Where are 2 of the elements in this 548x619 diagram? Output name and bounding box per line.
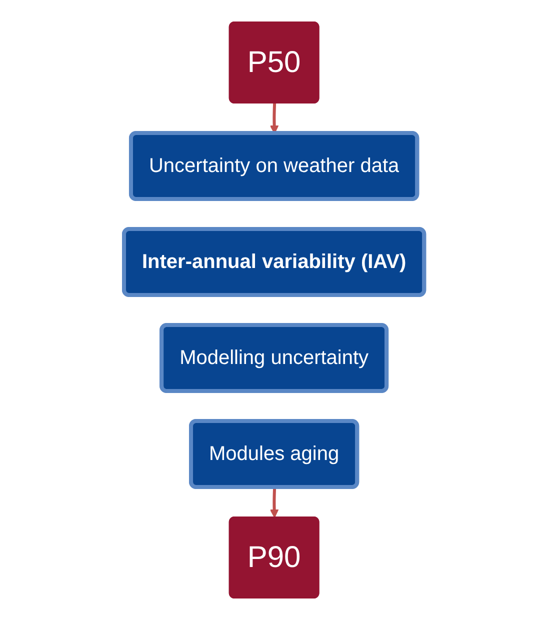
arrow <box>270 102 279 134</box>
arrow <box>270 486 279 518</box>
